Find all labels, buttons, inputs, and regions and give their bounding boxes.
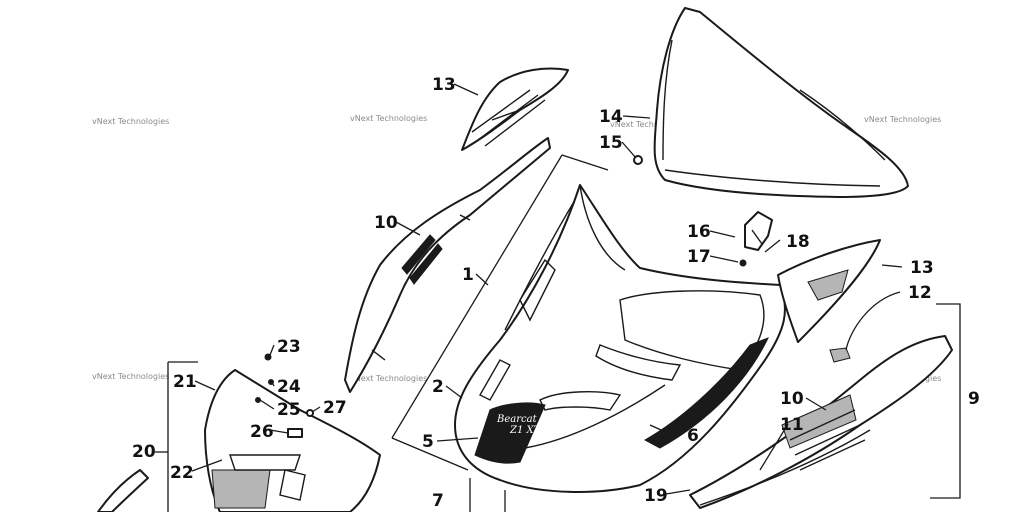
callout-22: 22: [170, 463, 194, 483]
callout-1: 1: [462, 265, 474, 285]
callout-19: 19: [644, 486, 668, 506]
callout-12: 12: [908, 283, 932, 303]
watermark: vNext Technologies: [92, 372, 169, 381]
strap: [97, 469, 149, 512]
watermark: vNext Technologies: [864, 115, 941, 124]
callout-14: 14: [599, 107, 623, 127]
decal-model: Z1 XT: [509, 425, 542, 436]
callout-2: 2: [432, 377, 444, 397]
callout-11: 11: [780, 415, 804, 435]
callout-13-top: 13: [432, 75, 456, 95]
vent-cover-right: [777, 239, 881, 343]
callout-27: 27: [323, 398, 347, 418]
callout-6: 6: [687, 426, 699, 446]
callout-17: 17: [687, 247, 711, 267]
callout-13-right: 13: [910, 258, 934, 278]
callout-18: 18: [786, 232, 810, 252]
side-panel-lower: [689, 335, 953, 509]
hood: Bearcat Z1 XT: [454, 184, 786, 493]
callout-21: 21: [173, 372, 197, 392]
watermark: vNext Technologies: [610, 120, 687, 129]
decal-brand: Bearcat: [496, 414, 538, 425]
clip: [829, 347, 851, 363]
callout-23: 23: [277, 337, 301, 357]
callout-5: 5: [422, 432, 434, 452]
windshield: [653, 7, 909, 198]
watermark: vNext Technologies: [92, 117, 169, 126]
assembly-brackets: [167, 154, 961, 512]
callout-16: 16: [687, 222, 711, 242]
callout-24: 24: [277, 377, 301, 397]
callout-26: 26: [250, 422, 274, 442]
callout-25: 25: [277, 400, 301, 420]
front-headlight-housing: [204, 353, 381, 512]
watermark: vNext Technologies: [350, 374, 427, 383]
callout-10-lower: 10: [780, 389, 804, 409]
callout-7: 7: [432, 491, 444, 511]
callout-10-upper: 10: [374, 213, 398, 233]
callout-9: 9: [968, 389, 980, 409]
callout-15: 15: [599, 133, 623, 153]
side-panel-upper: [344, 137, 551, 393]
callout-20: 20: [132, 442, 156, 462]
leader-lines: [155, 83, 903, 512]
vent-cover-top: [461, 67, 569, 151]
callouts: 13 10 1 2 5 6 7 14 15 16 17 18 13 12 10 …: [132, 75, 980, 511]
windshield-bracket: [633, 155, 773, 267]
watermark: vNext Technologies: [350, 114, 427, 123]
